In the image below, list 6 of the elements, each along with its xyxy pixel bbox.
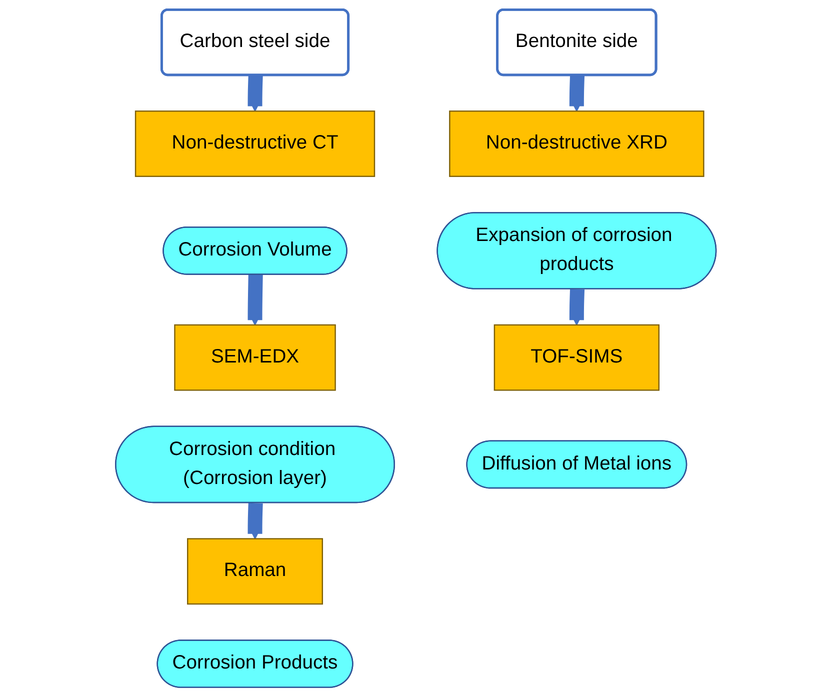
node-box: SEM-EDX [174, 324, 336, 391]
arrow [247, 272, 263, 326]
node-box: TOF-SIMS [494, 324, 660, 391]
node-box: Raman [186, 538, 323, 605]
node-box: Non-destructive XRD [448, 110, 704, 177]
node-box: Non-destructive CT [134, 110, 375, 177]
